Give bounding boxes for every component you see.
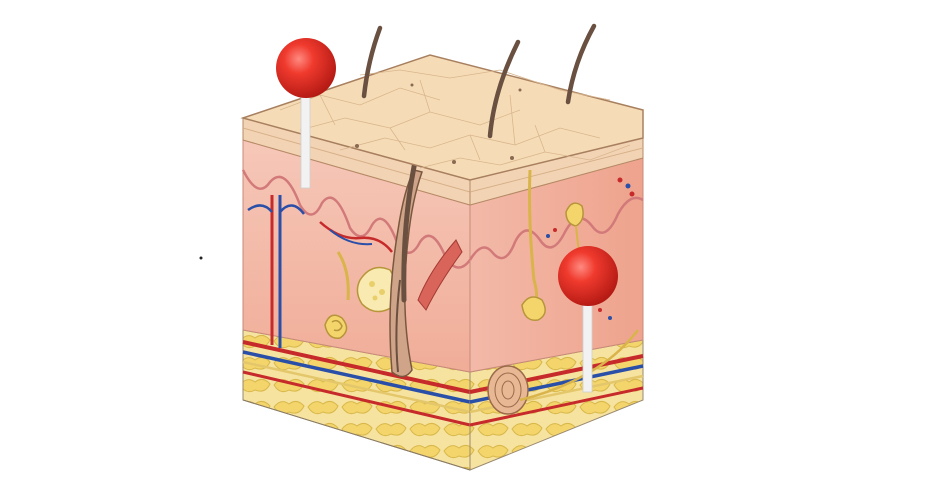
sweat-gland <box>324 251 350 339</box>
side-face <box>468 137 644 471</box>
top-face <box>240 54 644 181</box>
marker-pin-epidermis[interactable] <box>276 38 336 189</box>
stray-dot <box>199 256 203 260</box>
meissner-corpuscle <box>565 202 584 227</box>
hair-1 <box>361 25 383 99</box>
sebaceous-gland <box>356 266 398 313</box>
pin-needle-2 <box>582 291 593 393</box>
dermal-papillae <box>241 169 471 269</box>
front-face <box>241 89 471 471</box>
pin-needle-1 <box>300 83 311 189</box>
dermal-papillae-side <box>468 196 644 261</box>
hair-3 <box>565 23 597 105</box>
vein-deep <box>242 350 471 404</box>
marker-pin-dermis[interactable] <box>558 246 618 393</box>
hair-2 <box>487 39 521 139</box>
hair-follicle <box>389 169 423 378</box>
lamellar-corpuscle <box>487 365 529 415</box>
nerve-deep <box>242 360 471 414</box>
pin-head-1 <box>276 38 336 98</box>
skin-surface <box>240 54 644 181</box>
artery-deep <box>242 340 471 394</box>
pin-head-2 <box>558 246 618 306</box>
surface-hairs <box>361 23 597 139</box>
arrector-pili-muscle <box>417 239 463 311</box>
sweat-gland-side <box>521 296 546 321</box>
